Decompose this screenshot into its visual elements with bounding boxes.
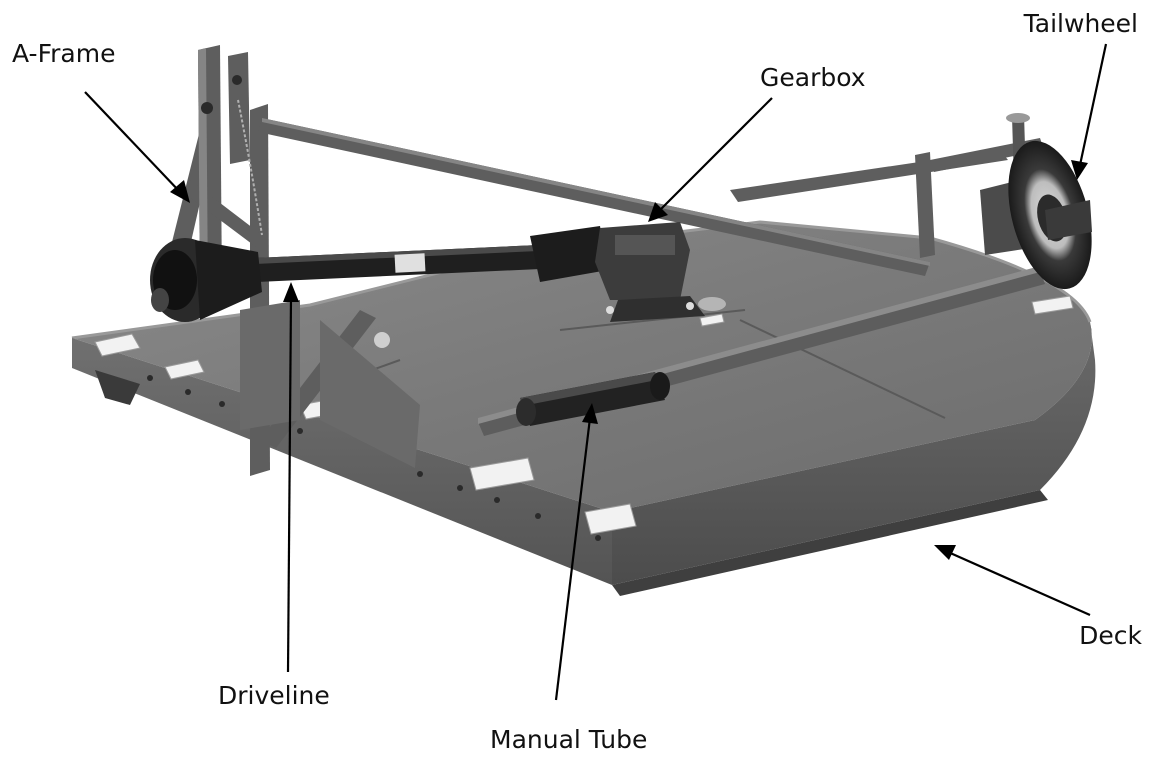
deck-rim bbox=[71, 220, 1092, 340]
label-manual-tube: Manual Tube bbox=[490, 725, 647, 754]
gearbox-leader bbox=[659, 97, 773, 211]
label-tailwheel: Tailwheel bbox=[1023, 9, 1138, 38]
tailwheel-arrowhead bbox=[1071, 160, 1088, 180]
label-driveline: Driveline bbox=[218, 681, 330, 710]
deck-skid bbox=[612, 490, 1048, 596]
front-skid bbox=[95, 370, 140, 405]
tailwheel-leader bbox=[1078, 43, 1108, 166]
tailwheel-assembly bbox=[915, 113, 1092, 290]
deck-front-panel bbox=[72, 338, 612, 585]
rotary-cutter bbox=[71, 45, 1096, 596]
driveline-assembly bbox=[150, 226, 608, 322]
driveline-arrowhead bbox=[283, 282, 299, 302]
label-a-frame: A-Frame bbox=[12, 39, 115, 68]
deck-skirt bbox=[612, 322, 1096, 585]
manual-tube-arrowhead bbox=[582, 403, 598, 424]
a-frame-arrowhead bbox=[170, 180, 190, 203]
deck-top bbox=[72, 222, 1092, 512]
deck-leader bbox=[947, 550, 1091, 617]
leader-lines bbox=[84, 43, 1108, 701]
label-gearbox: Gearbox bbox=[760, 63, 866, 92]
driveline-leader bbox=[286, 295, 293, 673]
callout-labels: A-Frame Gearbox Tailwheel Driveline Manu… bbox=[12, 9, 1143, 754]
label-deck: Deck bbox=[1079, 621, 1142, 650]
manual-tube-assembly bbox=[516, 372, 670, 426]
manual-tube-leader bbox=[554, 417, 592, 701]
gearbox-arrowhead bbox=[648, 202, 668, 222]
mounting-plates bbox=[240, 300, 420, 468]
gearbox-assembly bbox=[595, 222, 726, 322]
a-frame-leader bbox=[84, 91, 181, 193]
hitch-pins bbox=[201, 75, 390, 348]
deck-arrowhead bbox=[934, 545, 956, 560]
safety-chain bbox=[237, 99, 263, 236]
